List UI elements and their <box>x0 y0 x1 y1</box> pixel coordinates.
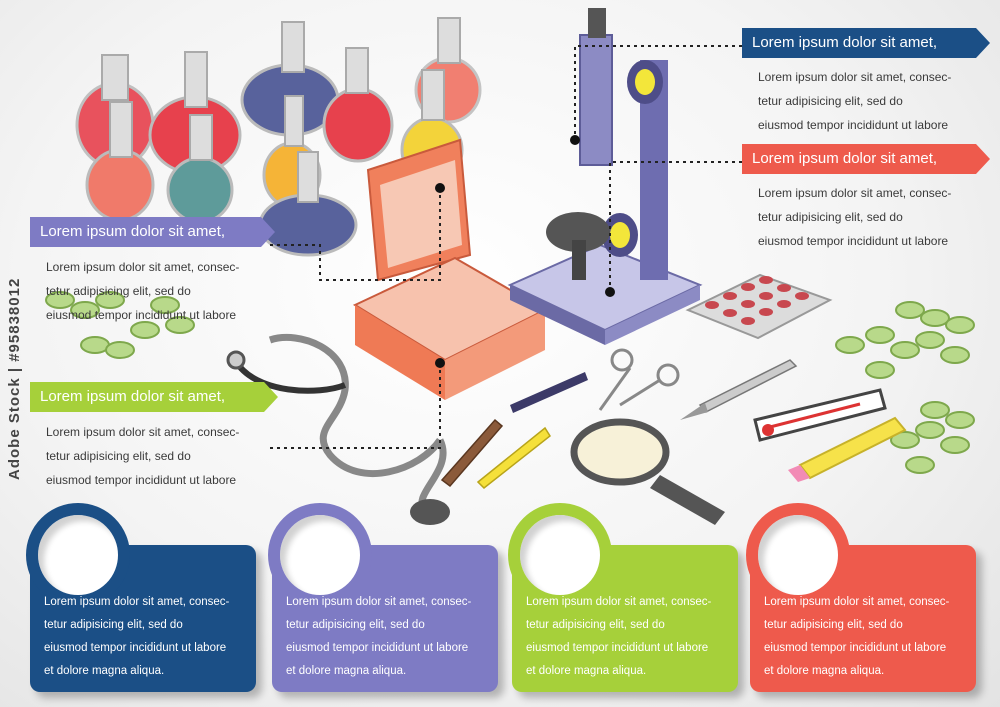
microscope-icon <box>507 8 703 345</box>
thermometer-icon <box>753 388 887 442</box>
callout-body-mid-left: Lorem ipsum dolor sit amet, consec- tetu… <box>46 260 240 322</box>
callout-body-top-right: Lorem ipsum dolor sit amet, consec- tetu… <box>758 70 952 132</box>
info-card-2: Lorem ipsum dolor sit amet, consec- tetu… <box>268 503 498 692</box>
info-card-text: Lorem ipsum dolor sit amet, consec- tetu… <box>526 596 712 677</box>
pill-blister-icon <box>685 273 833 340</box>
info-card-3: Lorem ipsum dolor sit amet, consec- tetu… <box>508 503 738 692</box>
callout-body-mid-right: Lorem ipsum dolor sit amet, consec- tetu… <box>758 186 952 248</box>
connector-dots <box>435 135 615 368</box>
info-card-text: Lorem ipsum dolor sit amet, consec- tetu… <box>44 596 230 677</box>
card-ring-icon <box>268 503 372 607</box>
connector-lines <box>270 45 742 449</box>
scissors-icon <box>598 348 680 411</box>
medical-case-icon <box>352 138 548 400</box>
stock-watermark: Adobe Stock | #95838012 <box>6 277 23 480</box>
callout-body-low-left: Lorem ipsum dolor sit amet, consec- tetu… <box>46 425 240 487</box>
info-card-4: Lorem ipsum dolor sit amet, consec- tetu… <box>746 503 976 692</box>
digital-thermometer-icon <box>788 416 907 482</box>
callout-title-mid-left: Lorem ipsum dolor sit amet, <box>30 217 275 247</box>
info-card-text: Lorem ipsum dolor sit amet, consec- tetu… <box>764 596 950 677</box>
callout-title-mid-right: Lorem ipsum dolor sit amet, <box>742 144 990 174</box>
pills-icon <box>45 291 975 474</box>
info-card-text: Lorem ipsum dolor sit amet, consec- tetu… <box>286 596 472 677</box>
callout-title-top-right: Lorem ipsum dolor sit amet, <box>742 28 990 58</box>
callout-title-low-left: Lorem ipsum dolor sit amet, <box>30 382 278 412</box>
flask-icon <box>75 17 482 257</box>
info-card-1: Lorem ipsum dolor sit amet, consec- tetu… <box>26 503 256 692</box>
pencil-icon <box>440 372 588 490</box>
magnifier-icon <box>570 418 725 525</box>
stethoscope-icon <box>226 333 450 525</box>
scalpel-icon <box>680 359 798 420</box>
